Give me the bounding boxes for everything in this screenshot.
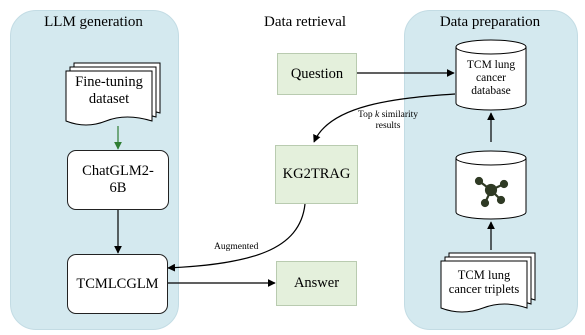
- database-cylinder: [455, 39, 527, 111]
- triplets-document-stack: [440, 252, 536, 313]
- database-line2: cancer: [476, 72, 506, 84]
- fine-tuning-line1: Fine-tuning: [75, 74, 143, 90]
- database-line1: TCM lung: [466, 59, 516, 71]
- triplets-line1: TCM lung: [457, 268, 511, 282]
- triplets-line2: cancer triplets: [448, 282, 520, 296]
- kg2trag-label: KG2TRAG: [282, 166, 351, 182]
- topk-similarity-label: Top k similarity results: [357, 110, 419, 131]
- question-label: Question: [290, 65, 344, 82]
- fine-tuning-line2: dataset: [88, 91, 130, 107]
- augmented-label: Augmented: [214, 242, 259, 252]
- data-preparation-title: Data preparation: [439, 14, 541, 30]
- database-line3: database: [471, 85, 511, 97]
- arrow-kg2trag-to-tcmlcglm: [167, 203, 306, 272]
- arrow-database-to-kg2trag: [313, 93, 456, 143]
- tcmlcglm-box: TCMLCGLM: [67, 254, 168, 314]
- chatglm-line1: ChatGLM2-: [82, 163, 154, 179]
- data-retrieval-title: Data retrieval: [263, 14, 347, 30]
- answer-label: Answer: [293, 275, 340, 291]
- fine-tuning-document-stack: [65, 62, 161, 126]
- chatglm-box: ChatGLM2- 6B: [67, 150, 169, 210]
- question-box: Question: [277, 53, 357, 95]
- tcmlcglm-label: TCMLCGLM: [76, 275, 159, 292]
- triplets-label: TCM lung cancer triplets: [441, 268, 527, 296]
- chatglm-line2: 6B: [109, 180, 127, 196]
- database-label: TCM lung cancer database: [456, 59, 526, 98]
- llm-generation-title: LLM generation: [44, 14, 143, 30]
- kg2trag-box: KG2TRAG: [275, 145, 358, 204]
- fine-tuning-dataset-label: Fine-tuning dataset: [66, 74, 152, 108]
- graph-network-icon: [474, 176, 509, 208]
- answer-box: Answer: [276, 261, 357, 306]
